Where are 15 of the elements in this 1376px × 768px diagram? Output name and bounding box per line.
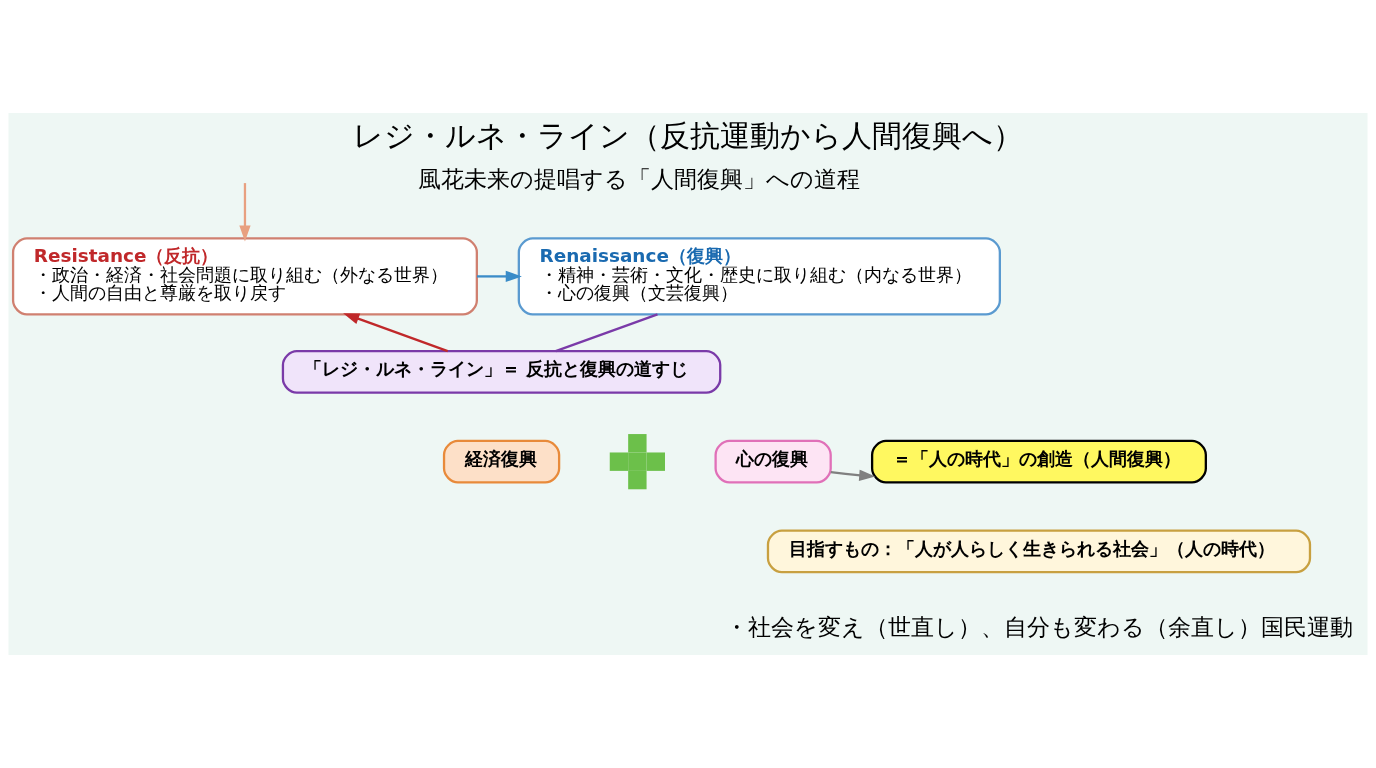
label: ・社会を変え（世直し）、自分も変わる（余直し）国民運動	[724, 614, 1353, 641]
arrow	[477, 270, 522, 283]
diagram-title: レジ・ルネ・ライン（反抗運動から人間復興へ）	[353, 118, 1023, 154]
node-box: ＝「人の時代」の創造（人間復興）	[870, 439, 1207, 484]
arrow	[830, 469, 876, 481]
node-box: Renaissance（復興） ・精神・芸術・文化・歴史に取り組む（内なる世界） ・心の復興（文芸復興）	[517, 237, 1001, 316]
label: 風花未来の提唱する「人間復興」への道程	[417, 165, 860, 192]
node-box: 「レジ・ルネ・ライン」＝ 反抗と復興の道すじ	[281, 350, 722, 394]
node-box: Resistance（反抗） ・政治・経済・社会問題に取り組む（外なる世界） ・人間の自由と尊厳を取り戻す	[11, 237, 478, 316]
arrow	[343, 313, 449, 353]
connector	[555, 313, 658, 353]
node-box: 経済復興	[442, 439, 561, 484]
node-box: 心の復興	[714, 439, 832, 484]
node-box: 目指すもの：「人が人らしく生きられる社会」（人の時代）	[766, 529, 1312, 574]
arrow	[239, 183, 251, 242]
